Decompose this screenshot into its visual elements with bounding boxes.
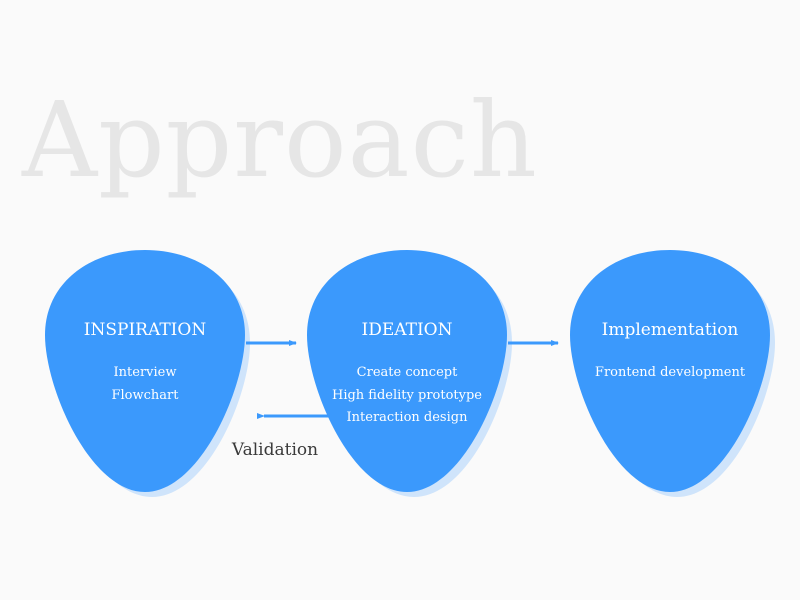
- stage-title-ideation: IDEATION: [361, 320, 453, 340]
- stage-item: Flowchart: [111, 387, 179, 403]
- stage-title-inspiration: INSPIRATION: [83, 320, 207, 340]
- stage-items-ideation: Create concept High fidelity prototype I…: [307, 362, 507, 430]
- stage-item: High fidelity prototype: [331, 387, 483, 403]
- stage-item: Interview: [113, 365, 177, 380]
- stage-items-implementation: Frontend development: [570, 362, 770, 385]
- stage-shape: [570, 250, 770, 492]
- stage-ideation: [307, 250, 512, 497]
- page-title: Approach: [22, 79, 538, 201]
- stage-shape: [45, 250, 245, 492]
- stage-implementation: [570, 250, 775, 497]
- stage-title-implementation: Implementation: [601, 320, 739, 340]
- feedback-label: Validation: [231, 440, 319, 460]
- stage-item: Create concept: [356, 365, 458, 380]
- stage-item: Interaction design: [346, 410, 468, 425]
- stage-shape: [307, 250, 507, 492]
- stage-inspiration: [45, 250, 250, 497]
- stage-item: Frontend development: [594, 365, 746, 380]
- stage-items-inspiration: Interview Flowchart: [45, 362, 245, 407]
